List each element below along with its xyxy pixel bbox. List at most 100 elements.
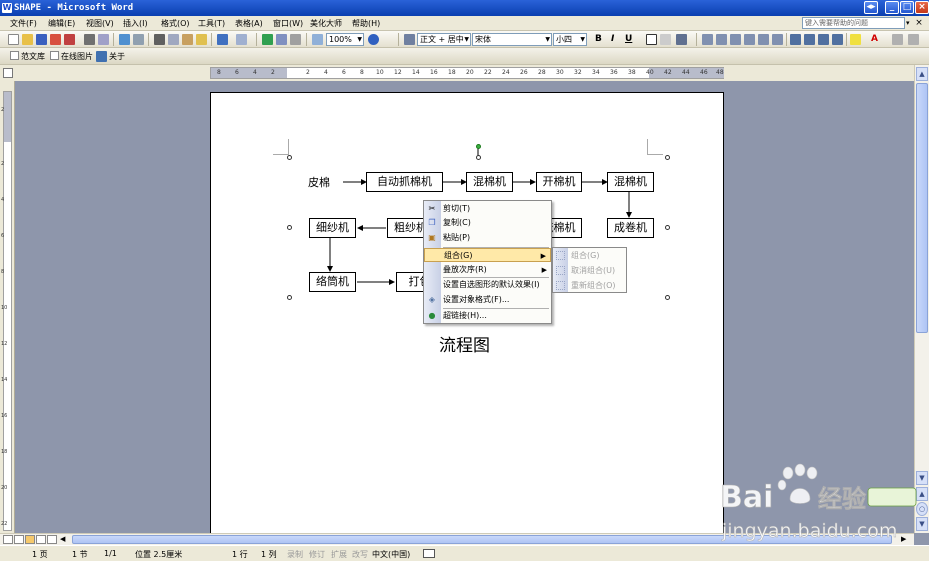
char-border-icon[interactable] (646, 34, 657, 45)
tab-selector[interactable] (3, 68, 13, 78)
outline-view-button[interactable] (36, 535, 46, 544)
styles-icon[interactable] (404, 34, 415, 45)
increase-indent-icon[interactable] (832, 34, 843, 45)
status-rec[interactable]: 录制 (287, 550, 303, 559)
format-painter-icon[interactable] (196, 34, 207, 45)
minimize-button[interactable]: _ (885, 1, 899, 14)
align-center-icon[interactable] (716, 34, 727, 45)
status-track[interactable]: 修订 (309, 550, 325, 559)
flow-start-text[interactable]: 皮棉 (308, 176, 330, 189)
copy-icon[interactable] (168, 34, 179, 45)
tables-borders-icon[interactable] (276, 34, 287, 45)
distribute-icon[interactable] (758, 34, 769, 45)
menu-default-effect[interactable]: 设置自选图形的默认效果(I) (424, 278, 551, 292)
permission-icon[interactable] (50, 34, 61, 45)
phonetic-icon[interactable] (892, 34, 903, 45)
align-left-icon[interactable] (702, 34, 713, 45)
status-extend[interactable]: 扩展 (331, 550, 347, 559)
fanwen-checkbox[interactable] (10, 51, 19, 60)
menu-table[interactable]: 表格(A) (235, 19, 263, 28)
close-button[interactable]: × (915, 1, 929, 14)
save-icon[interactable] (36, 34, 47, 45)
justify-icon[interactable] (744, 34, 755, 45)
scroll-thumb[interactable] (916, 83, 928, 333)
numbering-icon[interactable] (790, 34, 801, 45)
menu-copy[interactable]: ❐ 复制(C) (424, 216, 551, 230)
open-icon[interactable] (22, 34, 33, 45)
font-color-button[interactable]: A (871, 34, 878, 44)
help-icon[interactable] (368, 34, 379, 45)
online-image-checkbox[interactable] (50, 51, 59, 60)
print-preview-icon[interactable] (98, 34, 109, 45)
online-image-button[interactable]: 在线图片 (61, 52, 93, 61)
font-size-select[interactable]: 小四▼ (553, 33, 587, 46)
menu-file[interactable]: 文件(F) (10, 19, 37, 28)
restore-small-button[interactable]: ◂▸ (864, 1, 878, 14)
print-view-button[interactable] (25, 535, 35, 544)
menu-edit[interactable]: 编辑(E) (48, 19, 76, 28)
pdf-icon[interactable] (64, 34, 75, 45)
redo-icon[interactable] (236, 34, 247, 45)
help-search-input[interactable]: 键入需要帮助的问题 (802, 17, 905, 29)
status-overtype[interactable]: 改写 (352, 550, 368, 559)
selection-handle[interactable] (665, 155, 670, 160)
horizontal-ruler[interactable]: 8 6 4 2 2 4 6 8 10 12 14 16 18 20 22 24 … (210, 67, 724, 79)
highlight-icon[interactable] (850, 34, 861, 45)
rotation-handle[interactable] (476, 144, 481, 149)
selection-handle[interactable] (665, 225, 670, 230)
horizontal-scrollbar[interactable]: ◀ ▶ (0, 533, 914, 545)
menu-paste[interactable]: ▣ 粘贴(P) (424, 231, 551, 245)
menu-view[interactable]: 视图(V) (86, 19, 114, 28)
selection-handle[interactable] (476, 155, 481, 160)
menu-order[interactable]: 叠放次序(R) ▶ (424, 263, 551, 277)
next-page-button[interactable]: ▼ (916, 517, 928, 531)
font-select[interactable]: 宋体▼ (472, 33, 552, 46)
spelling-status-icon[interactable] (423, 549, 435, 558)
paste-icon[interactable] (182, 34, 193, 45)
normal-view-button[interactable] (3, 535, 13, 544)
selection-handle[interactable] (287, 155, 292, 160)
char-shading-icon[interactable] (660, 34, 671, 45)
scroll-right-button[interactable]: ▶ (901, 535, 907, 543)
insert-table-icon[interactable] (290, 34, 301, 45)
prev-page-button[interactable]: ▲ (916, 487, 928, 501)
style-select[interactable]: 正文 + 居中▼ (417, 33, 471, 46)
flow-box[interactable]: 粗纱机 (387, 218, 434, 238)
zoom-select[interactable]: 100%▼ (326, 33, 364, 46)
submenu-ungroup[interactable]: 取消组合(U) (553, 264, 626, 278)
align-right-icon[interactable] (730, 34, 741, 45)
selection-handle[interactable] (287, 295, 292, 300)
flow-box[interactable]: 混棉机 (466, 172, 513, 192)
selection-handle[interactable] (287, 225, 292, 230)
underline-button[interactable]: U (625, 34, 633, 44)
flowchart-caption[interactable]: 流程图 (439, 336, 490, 356)
web-view-button[interactable] (14, 535, 24, 544)
italic-button[interactable]: I (611, 34, 615, 44)
about-button[interactable]: 关于 (109, 52, 125, 61)
undo-icon[interactable] (217, 34, 228, 45)
scroll-down-button[interactable]: ▼ (916, 471, 928, 485)
flow-box[interactable]: 混棉机 (607, 172, 654, 192)
spelling-icon[interactable] (119, 34, 130, 45)
menu-cut[interactable]: ✂ 剪切(T) (424, 202, 551, 216)
doc-close-icon[interactable]: × (915, 18, 923, 28)
hyperlink-icon[interactable] (262, 34, 273, 45)
menu-hyperlink[interactable]: ● 超链接(H)... (424, 309, 551, 323)
decrease-indent-icon[interactable] (818, 34, 829, 45)
scroll-left-button[interactable]: ◀ (60, 535, 66, 543)
new-doc-icon[interactable] (8, 34, 19, 45)
about-icon[interactable] (96, 51, 107, 62)
maximize-button[interactable]: □ (900, 1, 914, 14)
flow-box[interactable]: 络筒机 (309, 272, 356, 292)
enclose-char-icon[interactable] (908, 34, 919, 45)
vertical-scrollbar[interactable]: ▲ ▼ ▲ ○ ▼ (914, 65, 929, 533)
scroll-up-button[interactable]: ▲ (916, 67, 928, 81)
flow-box[interactable]: 开棉机 (536, 172, 582, 192)
bold-button[interactable]: B (595, 34, 602, 44)
menu-window[interactable]: 窗口(W) (273, 19, 304, 28)
menu-help[interactable]: 帮助(H) (352, 19, 381, 28)
menu-format[interactable]: 格式(O) (161, 19, 190, 28)
menu-beautify[interactable]: 美化大师 (310, 19, 342, 28)
bullets-icon[interactable] (804, 34, 815, 45)
char-scale-icon[interactable] (676, 34, 687, 45)
